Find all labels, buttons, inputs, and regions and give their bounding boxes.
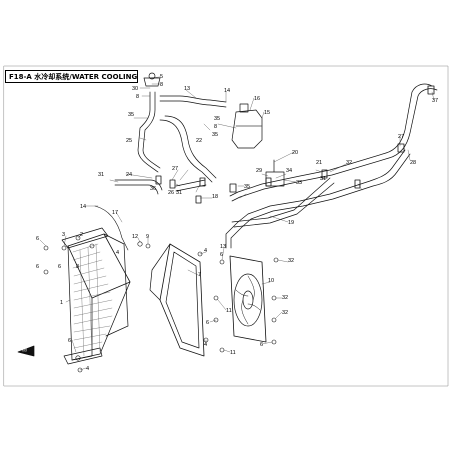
hose-right-lower-b — [230, 153, 411, 249]
callout: 35 — [128, 112, 135, 118]
callout: 8 — [160, 82, 164, 88]
callout: 8 — [214, 124, 218, 130]
hose-right-lower — [225, 149, 406, 249]
callout: 13 — [184, 86, 191, 92]
callout: 11 — [226, 308, 232, 314]
hose-middle-curve — [159, 119, 213, 183]
hose-top-center-b — [159, 100, 227, 108]
callout: 14 — [80, 204, 87, 210]
callout: 4 — [204, 342, 208, 348]
temp-sensor-fitting — [265, 159, 285, 187]
callout: 5 — [160, 74, 164, 80]
hose-middle-curve-b — [164, 115, 217, 179]
callout: 20 — [292, 150, 299, 156]
callout: 16 — [254, 96, 261, 102]
callout: 30 — [132, 86, 139, 92]
callout: 31 — [176, 190, 183, 196]
hose-left-lower-b — [114, 184, 159, 195]
callout: 35 — [212, 132, 219, 138]
callout: 27 — [172, 166, 179, 172]
callout: 35 — [244, 184, 251, 190]
hose-right-upper — [229, 83, 433, 197]
callout: 13 — [220, 244, 227, 250]
callout: 6 — [58, 264, 62, 270]
hose-top-center — [159, 95, 227, 103]
radiator — [61, 227, 131, 365]
callout: 10 — [268, 278, 275, 284]
callout: 4 — [86, 366, 90, 372]
callout: 3 — [62, 232, 66, 238]
callout: 22 — [196, 138, 203, 144]
callout: 19 — [288, 220, 295, 226]
callout: 15 — [264, 110, 271, 116]
callout: 27 — [398, 134, 405, 140]
front-orientation-badge: 前 — [22, 347, 28, 353]
callout: 18 — [212, 194, 219, 200]
callout: 36 — [150, 186, 157, 192]
callout: 32 — [346, 160, 353, 166]
callout: 32 — [282, 310, 289, 316]
callout: 31 — [320, 176, 327, 182]
callout: 12 — [132, 234, 139, 240]
callout: 7 — [198, 272, 202, 278]
drawing-border — [3, 65, 449, 387]
callout: 1 — [60, 300, 64, 306]
callout: 9 — [146, 234, 150, 240]
hose-cap-down-b — [142, 91, 161, 169]
hose-lower-long-b — [233, 182, 335, 228]
fan-shroud — [149, 243, 205, 357]
callout: 31 — [98, 172, 105, 178]
callout: 14 — [224, 88, 231, 94]
hose-cap-down — [137, 91, 159, 173]
callout: 32 — [282, 295, 289, 301]
callout: 32 — [288, 258, 295, 264]
callout: 34 — [286, 168, 293, 174]
callout: 4 — [116, 250, 120, 256]
callout: 24 — [126, 172, 133, 178]
callout: 17 — [112, 210, 119, 216]
front-arrow — [17, 345, 35, 357]
callout: 28 — [410, 160, 417, 166]
callout: 6 — [36, 264, 40, 270]
callout: 33 — [296, 180, 303, 186]
callout: 26 — [168, 190, 175, 196]
callout: 6 — [260, 342, 264, 348]
reservoir-cap — [239, 103, 249, 113]
callout: 35 — [214, 116, 221, 122]
hose-left-lower — [114, 179, 163, 191]
callout: 6 — [206, 320, 210, 326]
callout: 6 — [68, 338, 72, 344]
callout: 2 — [80, 232, 84, 238]
callout: 6 — [36, 236, 40, 242]
reservoir-bottle — [231, 109, 263, 149]
callout: 4 — [204, 248, 208, 254]
callout: 37 — [432, 98, 439, 104]
hose-lower-long — [231, 177, 331, 223]
callout: 8 — [136, 94, 140, 100]
hose-clamps — [155, 85, 435, 204]
callout: 21 — [316, 160, 323, 166]
cooling-fan — [229, 255, 267, 343]
callout: 6 — [220, 252, 224, 258]
callout: 11 — [230, 350, 236, 356]
callout: 8 — [76, 264, 80, 270]
overflow-tube — [94, 205, 129, 251]
leader-lines — [39, 76, 435, 371]
callout: 25 — [126, 138, 133, 144]
diagram-title: F18-A 水冷却系统/WATER COOLING SYSTEM — [5, 70, 138, 83]
callout: 29 — [256, 168, 263, 174]
